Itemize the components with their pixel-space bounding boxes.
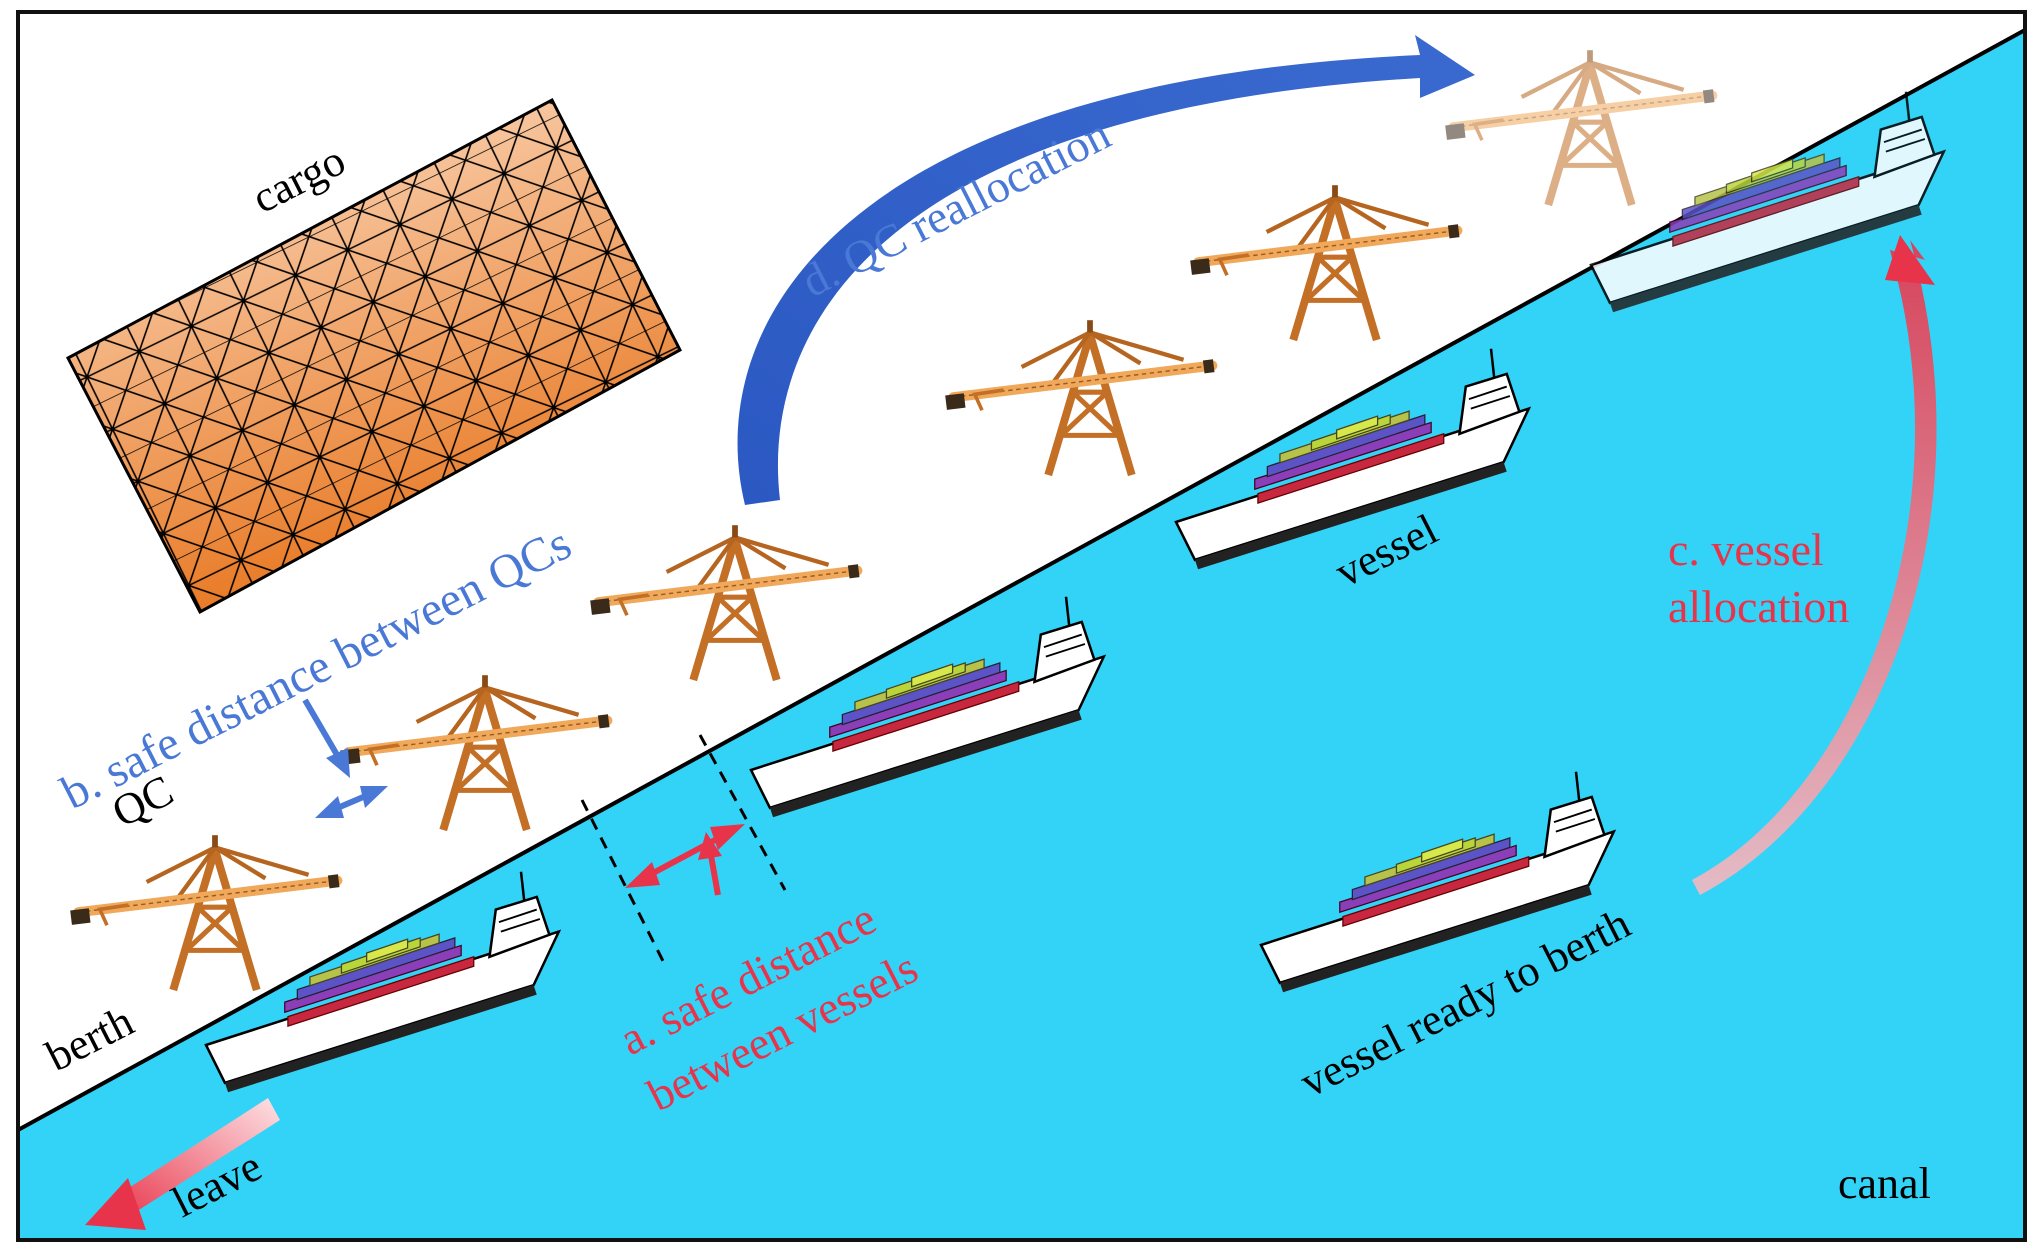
vessel-allocation-label-line1: c. vessel	[1668, 524, 1824, 575]
frame-border	[16, 10, 2027, 1242]
canal-label: canal	[1838, 1159, 1931, 1208]
vessel-gap-guide-left	[580, 799, 667, 966]
vessel-gap-guide-right	[698, 734, 787, 891]
vessel-allocation-arrow	[1692, 240, 1937, 895]
qc-gap-arrow	[302, 698, 388, 818]
vessel-gap-arrow	[625, 824, 745, 896]
vessel-allocation-label-line2: allocation	[1668, 581, 1849, 632]
vessel-allocation-arrowhead	[1885, 235, 1935, 285]
leave-arrow	[85, 1098, 280, 1230]
